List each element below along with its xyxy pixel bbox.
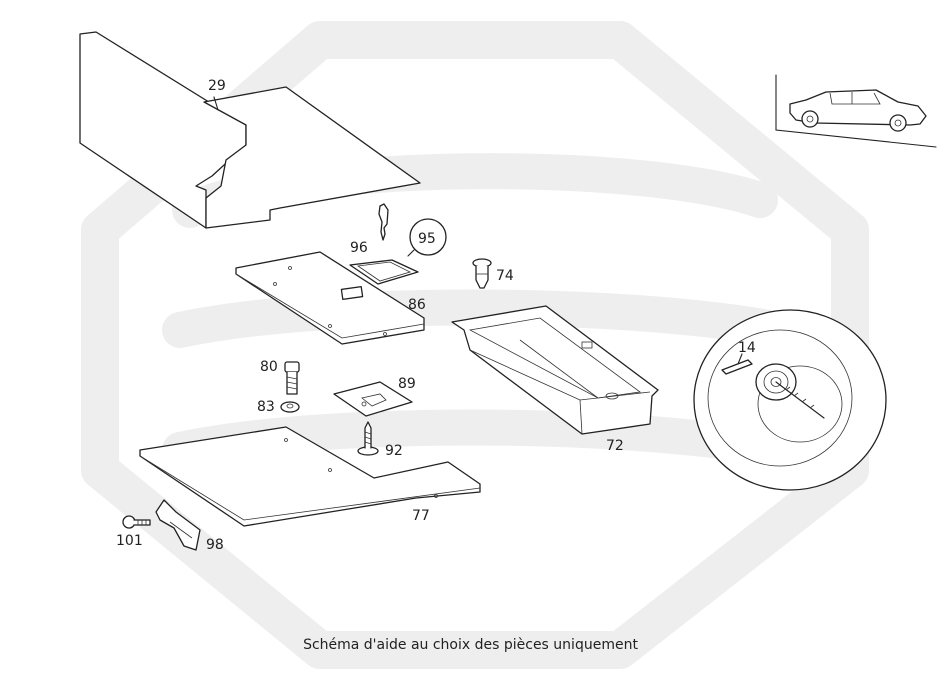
part-72-tray bbox=[451, 305, 659, 435]
label-part-29: 29 bbox=[208, 78, 226, 94]
label-part-14: 14 bbox=[738, 340, 756, 356]
car-thumbnail bbox=[775, 74, 937, 148]
part-83-washer bbox=[280, 401, 300, 413]
part-86-panel bbox=[235, 251, 425, 345]
part-96-key bbox=[378, 203, 389, 241]
label-part-83: 83 bbox=[257, 399, 275, 415]
part-92-screw bbox=[357, 421, 379, 456]
label-part-86: 86 bbox=[408, 297, 426, 313]
label-part-101: 101 bbox=[116, 533, 143, 549]
label-part-72: 72 bbox=[606, 438, 624, 454]
label-part-80: 80 bbox=[260, 359, 278, 375]
label-part-95: 95 bbox=[418, 231, 436, 247]
leader-lines bbox=[213, 96, 743, 365]
diagram-caption: Schéma d'aide au choix des pièces unique… bbox=[303, 637, 638, 653]
label-part-74: 74 bbox=[496, 268, 514, 284]
label-part-98: 98 bbox=[206, 537, 224, 553]
part-95-callout bbox=[407, 218, 447, 257]
part-74-clip bbox=[472, 258, 492, 289]
label-part-96: 96 bbox=[350, 240, 368, 256]
part-98-bracket bbox=[155, 499, 201, 551]
label-part-92: 92 bbox=[385, 443, 403, 459]
part-14-spare-wheel bbox=[693, 309, 887, 491]
label-part-77: 77 bbox=[412, 508, 430, 524]
part-89-plate bbox=[333, 381, 413, 417]
part-80-bolt bbox=[284, 361, 300, 395]
part-101-screw bbox=[122, 515, 151, 529]
part-labels: 29 96 95 74 86 80 89 83 92 72 14 77 101 … bbox=[116, 78, 756, 553]
part-29-trim-panel bbox=[79, 31, 421, 229]
part-77-floor-panel bbox=[139, 426, 481, 527]
label-part-89: 89 bbox=[398, 376, 416, 392]
